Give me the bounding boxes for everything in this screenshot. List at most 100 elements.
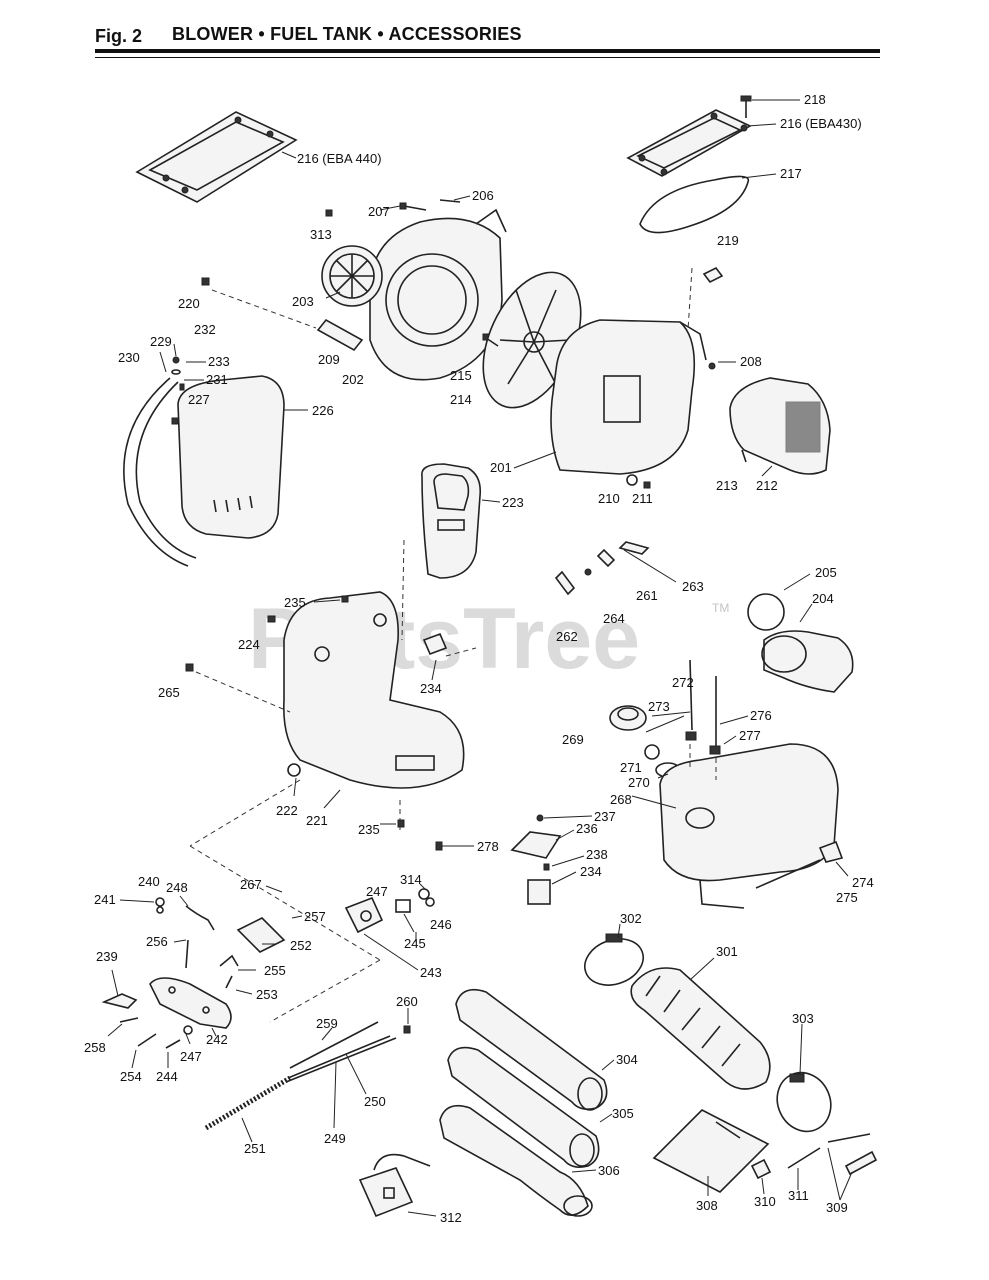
callout-312: 312 bbox=[440, 1210, 462, 1225]
bolt-208 bbox=[708, 362, 716, 370]
callout-278: 278 bbox=[477, 839, 499, 854]
callout-215: 215 bbox=[450, 368, 472, 383]
callout-242: 242 bbox=[206, 1032, 228, 1047]
callout-273: 273 bbox=[648, 699, 670, 714]
figure-header: Fig. 2 BLOWER • FUEL TANK • ACCESSORIES bbox=[95, 20, 880, 64]
callout-262: 262 bbox=[556, 629, 578, 644]
callout-309: 309 bbox=[826, 1200, 848, 1215]
callout-251: 251 bbox=[244, 1141, 266, 1156]
callout-314: 314 bbox=[400, 872, 422, 887]
callout-271: 271 bbox=[620, 760, 642, 775]
callout-238: 238 bbox=[586, 847, 608, 862]
callout-203: 203 bbox=[292, 294, 314, 309]
guard-203 bbox=[321, 245, 383, 307]
callout-248: 248 bbox=[166, 880, 188, 895]
callout-269: 269 bbox=[562, 732, 584, 747]
callout-301: 301 bbox=[716, 944, 738, 959]
callout-263: 263 bbox=[682, 579, 704, 594]
foam-pad-217 bbox=[639, 175, 750, 234]
elbow-204 bbox=[761, 630, 854, 693]
callout-206: 206 bbox=[472, 188, 494, 203]
callout-240: 240 bbox=[138, 874, 160, 889]
volute-case-201 bbox=[550, 319, 707, 475]
filter-274-275 bbox=[755, 840, 844, 889]
bracket-236 bbox=[510, 814, 562, 871]
callout-234-lower: 234 bbox=[580, 864, 602, 879]
callout-258: 258 bbox=[84, 1040, 106, 1055]
callout-216-eba430: 216 (EBA430) bbox=[780, 116, 862, 131]
callout-210: 210 bbox=[598, 491, 620, 506]
tools-309-311 bbox=[750, 1133, 878, 1180]
callout-259: 259 bbox=[316, 1016, 338, 1031]
callout-207: 207 bbox=[368, 204, 390, 219]
callout-221: 221 bbox=[306, 813, 328, 828]
cables-249-259 bbox=[285, 1021, 397, 1083]
back-frame-221 bbox=[283, 591, 465, 789]
control-handle-242 bbox=[149, 977, 232, 1029]
callout-217: 217 bbox=[780, 166, 802, 181]
callout-305: 305 bbox=[612, 1106, 634, 1121]
callout-201: 201 bbox=[490, 460, 512, 475]
callout-250: 250 bbox=[364, 1094, 386, 1109]
callout-255: 255 bbox=[264, 963, 286, 978]
callout-306: 306 bbox=[598, 1163, 620, 1178]
handle-223 bbox=[421, 463, 482, 579]
bolts-206-207 bbox=[399, 199, 461, 211]
callout-226: 226 bbox=[312, 403, 334, 418]
callout-267: 267 bbox=[240, 877, 262, 892]
clamp-302 bbox=[584, 933, 644, 986]
callout-272: 272 bbox=[672, 675, 694, 690]
callout-223: 223 bbox=[502, 495, 524, 510]
callout-231: 231 bbox=[206, 372, 228, 387]
callout-275: 275 bbox=[836, 890, 858, 905]
callout-247-upper: 247 bbox=[366, 884, 388, 899]
flex-hose-301 bbox=[630, 967, 771, 1090]
plate-219 bbox=[702, 266, 724, 284]
callout-253: 253 bbox=[256, 987, 278, 1002]
figure-title: BLOWER • FUEL TANK • ACCESSORIES bbox=[172, 24, 522, 44]
hook-222 bbox=[287, 763, 301, 777]
pickup-tubes-272-277 bbox=[685, 659, 721, 755]
cover-212 bbox=[729, 377, 831, 475]
frame-230 bbox=[123, 377, 197, 567]
throttle-trigger-239 bbox=[101, 993, 138, 1009]
screw-313 bbox=[325, 209, 333, 217]
callout-304: 304 bbox=[616, 1052, 638, 1067]
callout-220: 220 bbox=[178, 296, 200, 311]
callout-244: 244 bbox=[156, 1069, 178, 1084]
callout-239: 239 bbox=[96, 949, 118, 964]
callout-241: 241 bbox=[94, 892, 116, 907]
callout-302: 302 bbox=[620, 911, 642, 926]
callout-209: 209 bbox=[318, 352, 340, 367]
pipe-304 bbox=[455, 988, 608, 1111]
callout-230: 230 bbox=[118, 350, 140, 365]
watermark-trademark: TM bbox=[712, 601, 729, 615]
fuel-tank-268 bbox=[659, 743, 839, 909]
callout-216-eba440: 216 (EBA 440) bbox=[297, 151, 382, 166]
callout-257: 257 bbox=[304, 909, 326, 924]
fuel-cap-269 bbox=[609, 705, 647, 731]
bag-308 bbox=[652, 1109, 770, 1193]
screw-215 bbox=[482, 333, 499, 347]
callout-218: 218 bbox=[804, 92, 826, 107]
callout-303: 303 bbox=[792, 1011, 814, 1026]
control-block-243 bbox=[344, 888, 435, 934]
callout-243: 243 bbox=[420, 965, 442, 980]
fuel-lines-261-264 bbox=[554, 541, 650, 596]
callout-213: 213 bbox=[716, 478, 738, 493]
screw-220 bbox=[201, 277, 210, 286]
small-control-parts bbox=[119, 897, 239, 1049]
callout-205: 205 bbox=[815, 565, 837, 580]
tube-209 bbox=[316, 318, 364, 352]
oring-205 bbox=[747, 593, 785, 631]
callout-245: 245 bbox=[404, 936, 426, 951]
leader-lines bbox=[107, 99, 853, 1217]
callout-277: 277 bbox=[739, 728, 761, 743]
callout-310: 310 bbox=[754, 1194, 776, 1209]
callout-214: 214 bbox=[450, 392, 472, 407]
callout-274: 274 bbox=[852, 875, 874, 890]
callout-261: 261 bbox=[636, 588, 658, 603]
part-210-211 bbox=[626, 474, 651, 489]
callout-254: 254 bbox=[120, 1069, 142, 1084]
